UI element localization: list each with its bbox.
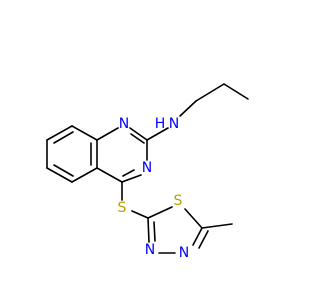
atom-N_amine: N [169,116,179,132]
atom-N_ring1: N [119,116,129,132]
bond [195,83,225,102]
bond-double-inner [53,164,74,177]
atom-N_ring3: N [142,160,152,176]
bond-double-inner [130,133,145,144]
bond [129,127,148,141]
bond [147,217,150,243]
bond [121,174,142,183]
bond [184,208,203,229]
bond [96,167,123,183]
bond [71,167,98,183]
molecule-structure-diagram: N N N H S S N N [46,83,249,261]
atom-H_amine: H [155,116,166,132]
bond [147,206,173,219]
atom-N_thiadiazole_a: N [145,242,155,258]
bond [223,83,249,100]
bond [179,100,197,117]
bond [46,167,73,183]
atom-layer: N N N H S S N N [118,116,190,261]
bond [96,127,119,141]
bond-double-inner [53,131,74,144]
bond-double-inner [122,169,135,177]
bond [71,125,98,141]
bond [192,227,203,246]
atom-S_thioether: S [118,200,127,216]
bond [146,127,169,141]
bond [201,223,233,229]
atom-S_thiadiazole: S [174,193,183,209]
bond-double-outer [198,230,209,249]
atom-N_thiadiazole_b: N [179,245,189,261]
bond-layer [46,83,249,254]
bond-double-inner [153,221,156,242]
bond [131,210,149,219]
bond [46,125,73,141]
